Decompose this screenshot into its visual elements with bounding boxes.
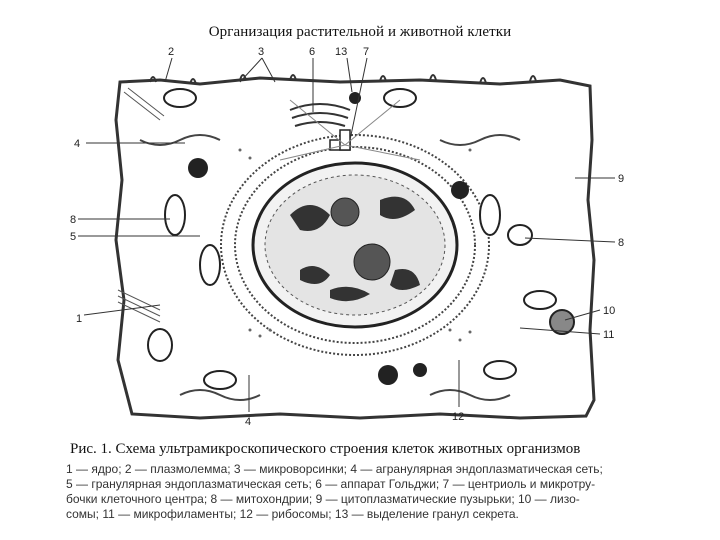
- label-6: 6: [309, 46, 315, 58]
- lysosome: [549, 309, 575, 335]
- chromatin: [290, 196, 420, 302]
- microvilli: [149, 74, 537, 85]
- label-1: 1: [76, 313, 82, 325]
- granular-er: [220, 134, 490, 356]
- label-5: 5: [70, 231, 76, 243]
- mitochondria: [147, 88, 557, 390]
- page-title: Организация растительной и животной клет…: [208, 24, 512, 40]
- label-3: 3: [258, 46, 264, 58]
- label-4-bottom: 4: [245, 416, 251, 428]
- leader-lines: [78, 57, 616, 412]
- label-7: 7: [363, 46, 369, 58]
- label-4-top: 4: [74, 138, 80, 150]
- legend-line: 1 — ядро; 2 — плазмолемма; 3 — микроворс…: [66, 462, 603, 476]
- agranular-er: [139, 134, 521, 401]
- label-9: 9: [618, 173, 624, 185]
- legend-line: сомы; 11 — микрофиламенты; 12 — рибосомы…: [66, 507, 519, 521]
- nucleolus: [353, 243, 391, 281]
- label-8-left: 8: [70, 214, 76, 226]
- microfilaments: [117, 87, 165, 323]
- legend-line: бочки клеточного центра; 8 — митохондрии…: [66, 492, 580, 506]
- plasmalemma: [114, 76, 596, 420]
- figure-legend: 1 — ядро; 2 — плазмолемма; 3 — микроворс…: [66, 462, 696, 522]
- label-2: 2: [168, 46, 174, 58]
- label-8-right: 8: [618, 237, 624, 249]
- nucleolus: [330, 197, 360, 227]
- label-12: 12: [452, 411, 464, 423]
- label-13: 13: [335, 46, 347, 58]
- legend-line: 5 — гранулярная эндоплазматическая сеть;…: [66, 477, 596, 491]
- label-10: 10: [603, 305, 615, 317]
- label-11: 11: [603, 329, 614, 341]
- golgi-apparatus: [289, 103, 351, 127]
- figure-caption: Рис. 1. Схема ультрамикроскопического ст…: [70, 441, 581, 457]
- ribosomes: [238, 148, 472, 342]
